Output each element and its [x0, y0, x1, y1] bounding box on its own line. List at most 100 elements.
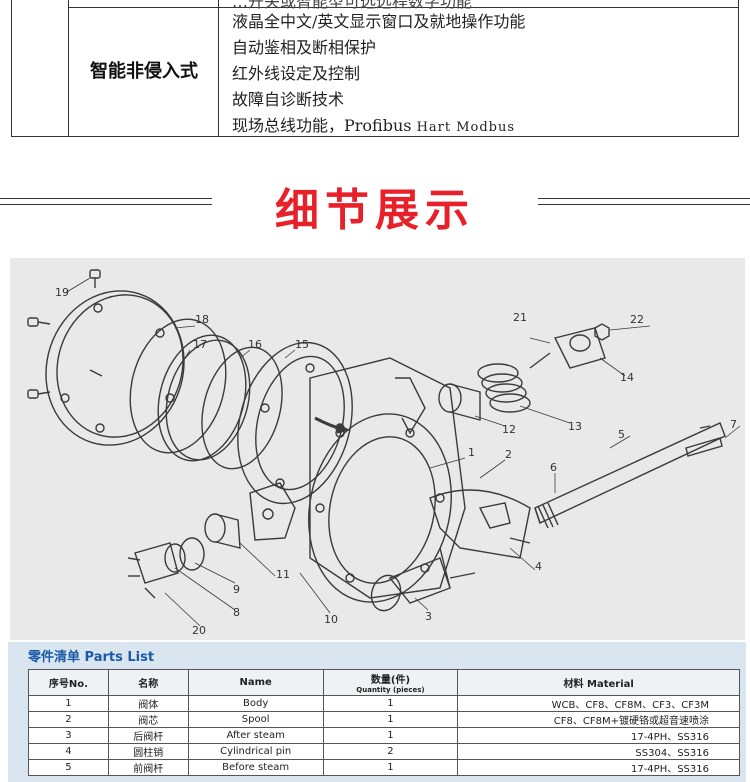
part-label-1: 1 — [468, 446, 475, 459]
cell-name-cn: 后阀杆 — [107, 727, 189, 744]
feature-item: 红外线设定及控制 — [232, 64, 361, 83]
part-label-6: 6 — [550, 461, 557, 474]
feature-list: 液晶全中文/英文显示窗口及就地操作功能 自动鉴相及断相保护 红外线设定及控制 故… — [232, 9, 525, 139]
cell-qty: 2 — [322, 743, 459, 760]
cylindrical-pin — [509, 537, 531, 544]
part-label-21: 21 — [513, 311, 527, 324]
parts-list-title: 零件清单 Parts List — [28, 650, 155, 665]
header-qty-sub: Quantity (pieces) — [356, 686, 425, 694]
part-label-22: 22 — [630, 313, 644, 326]
feature-cut-off-line: …开关或智能型可选远程数字功能 — [232, 0, 473, 11]
header-name-en: Name — [187, 669, 324, 696]
seal-ring-16 — [201, 346, 283, 470]
spring — [477, 363, 531, 413]
guide-bushing — [438, 383, 481, 421]
header-no: 序号No. — [28, 669, 109, 696]
part-label-14: 14 — [620, 371, 634, 384]
header-material: 材料 Material — [457, 669, 740, 696]
feature-item: 液晶全中文/英文显示窗口及就地操作功能 — [232, 12, 526, 31]
cell-material: SS304、SS316 — [457, 743, 740, 760]
feature-table-first-column — [12, 0, 69, 136]
cylindrical-pin — [449, 572, 476, 579]
cell-material: 17-4PH、SS316 — [457, 727, 740, 744]
part-label-5: 5 — [618, 428, 625, 441]
section-title: 细节展示 — [275, 185, 475, 236]
feature-item: 自动鉴相及断相保护 — [232, 38, 377, 57]
cell-name-cn: 前阀杆 — [107, 759, 189, 776]
cell-name-en: Body — [187, 695, 324, 712]
cell-name-cn: 圆柱销 — [107, 743, 189, 760]
cell-name-cn: 阀芯 — [107, 711, 189, 728]
cell-qty: 1 — [322, 711, 459, 728]
table-row: 3 后阀杆 After steam 1 17-4PH、SS316 — [28, 727, 740, 744]
part-label-12: 12 — [502, 423, 516, 436]
cell-no: 4 — [28, 743, 109, 760]
part-label-9: 9 — [233, 583, 240, 596]
bracket — [127, 542, 179, 599]
table-row: 2 阀芯 Spool 1 CF8、CF8M+镀硬铬或超音速喷涂 — [28, 711, 740, 728]
part-label-7: 7 — [730, 418, 737, 431]
part-label-13: 13 — [568, 420, 582, 433]
feature-item-fieldbus: 现场总线功能，Profibus Hart Modbus — [232, 113, 525, 139]
cell-no: 1 — [28, 695, 109, 712]
cell-no: 2 — [28, 711, 109, 728]
cell-qty: 1 — [322, 759, 459, 776]
header-name-cn: 名称 — [107, 669, 189, 696]
table-row: 5 前阀杆 Before steam 1 17-4PH、SS316 — [28, 759, 740, 776]
part-label-10: 10 — [324, 613, 338, 626]
cell-name-en: After steam — [187, 727, 324, 744]
nut — [594, 323, 610, 341]
o-ring — [179, 537, 205, 571]
fieldbus-protocol: Modbus — [456, 120, 516, 135]
o-ring — [164, 543, 186, 573]
key — [685, 437, 723, 457]
cell-material: CF8、CF8M+镀硬铬或超音速喷涂 — [457, 711, 740, 728]
part-label-11: 11 — [276, 568, 290, 581]
cell-name-cn: 阀体 — [107, 695, 189, 712]
cell-no: 5 — [28, 759, 109, 776]
after-stem — [370, 557, 451, 612]
cell-no: 3 — [28, 727, 109, 744]
table-row: 1 阀体 Body 1 WCB、CF8、CF8M、CF3、CF3M — [28, 695, 740, 712]
cell-qty: 1 — [322, 727, 459, 744]
part-label-8: 8 — [233, 606, 240, 619]
part-label-15: 15 — [295, 338, 309, 351]
part-label-17: 17 — [193, 338, 207, 351]
spline — [537, 502, 559, 529]
table-row: 4 圆柱销 Cylindrical pin 2 SS304、SS316 — [28, 743, 740, 760]
parts-table-header: 序号No. 名称 Name 数量(件) Quantity (pieces) 材料… — [28, 669, 740, 696]
seal-ring-18 — [129, 318, 227, 454]
part-label-19: 19 — [55, 286, 69, 299]
front-stem — [534, 422, 726, 524]
feature-table-row-divider — [69, 7, 738, 8]
part-label-16: 16 — [248, 338, 262, 351]
feature-table: 智能非侵入式 …开关或智能型可选远程数字功能 液晶全中文/英文显示窗口及就地操作… — [11, 0, 739, 137]
bushing — [204, 513, 241, 549]
packing-gland — [529, 327, 606, 369]
end-cover-plate — [45, 290, 185, 446]
seal-ring-17-inner — [165, 339, 251, 461]
title-rule-left — [0, 198, 212, 205]
part-label-4: 4 — [535, 560, 542, 573]
valve-body — [249, 357, 466, 603]
feature-item: 故障自诊断技术 — [232, 90, 345, 109]
part-label-20: 20 — [192, 624, 206, 637]
header-qty-label: 数量(件) — [370, 675, 411, 686]
part-label-18: 18 — [195, 313, 209, 326]
seat-ring — [237, 341, 353, 505]
feature-table-category-column — [69, 0, 219, 136]
title-rule-right — [538, 198, 750, 205]
parts-list: 零件清单 Parts List 序号No. 名称 Name 数量(件) Quan… — [8, 642, 746, 782]
valve-exploded-drawing: 19 18 17 16 15 1 2 21 22 14 13 12 5 6 7 … — [27, 269, 741, 637]
cell-qty: 1 — [322, 695, 459, 712]
feature-category-label: 智能非侵入式 — [90, 61, 198, 82]
exploded-view-diagram: 19 18 17 16 15 1 2 21 22 14 13 12 5 6 7 … — [10, 258, 745, 640]
header-qty: 数量(件) Quantity (pieces) — [322, 669, 459, 696]
fieldbus-prefix: 现场总线功能，Profibus — [232, 116, 412, 135]
cell-material: WCB、CF8、CF8M、CF3、CF3M — [457, 695, 740, 712]
cell-name-en: Spool — [187, 711, 324, 728]
fieldbus-protocol: Hart — [416, 120, 452, 135]
cell-material: 17-4PH、SS316 — [457, 759, 740, 776]
parts-table: 序号No. 名称 Name 数量(件) Quantity (pieces) 材料… — [28, 669, 740, 776]
section-header: 细节展示 — [0, 172, 750, 236]
